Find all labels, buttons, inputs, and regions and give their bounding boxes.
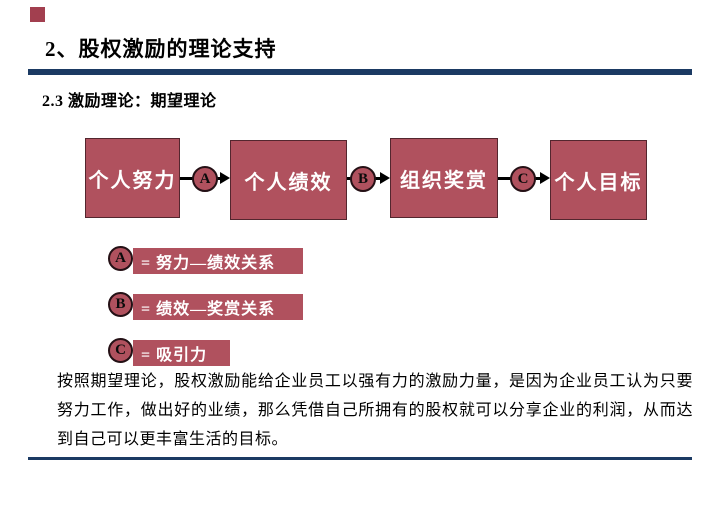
legend-label-b: = 绩效—奖赏关系 xyxy=(133,294,303,320)
flow-box-organizational-reward: 组织奖赏 xyxy=(390,138,498,218)
page-title: 2、股权激励的理论支持 xyxy=(45,37,277,61)
connector-circle-c: C xyxy=(510,166,536,192)
section-subtitle: 2.3 激励理论：期望理论 xyxy=(42,93,217,110)
body-paragraph: 按照期望理论，股权激励能给企业员工以强有力的激励力量，是因为企业员工认为只要努力… xyxy=(57,373,693,448)
legend-label-c: = 吸引力 xyxy=(133,340,230,366)
bottom-divider-rule xyxy=(28,457,692,460)
legend-circle-b: B xyxy=(108,292,133,317)
flow-box-personal-goal: 个人目标 xyxy=(550,140,647,220)
legend-circle-a: A xyxy=(108,246,133,271)
flow-box-personal-effort: 个人努力 xyxy=(85,138,180,218)
arrow-head-icon xyxy=(220,172,230,184)
legend-circle-c: C xyxy=(108,338,133,363)
title-underline-rule xyxy=(28,69,692,75)
arrow-head-icon xyxy=(380,172,390,184)
corner-accent-square xyxy=(30,7,45,22)
flow-box-personal-performance: 个人绩效 xyxy=(230,140,347,220)
legend-label-a: = 努力—绩效关系 xyxy=(133,248,303,274)
connector-circle-a: A xyxy=(192,166,218,192)
arrow-head-icon xyxy=(540,172,550,184)
connector-circle-b: B xyxy=(350,166,376,192)
